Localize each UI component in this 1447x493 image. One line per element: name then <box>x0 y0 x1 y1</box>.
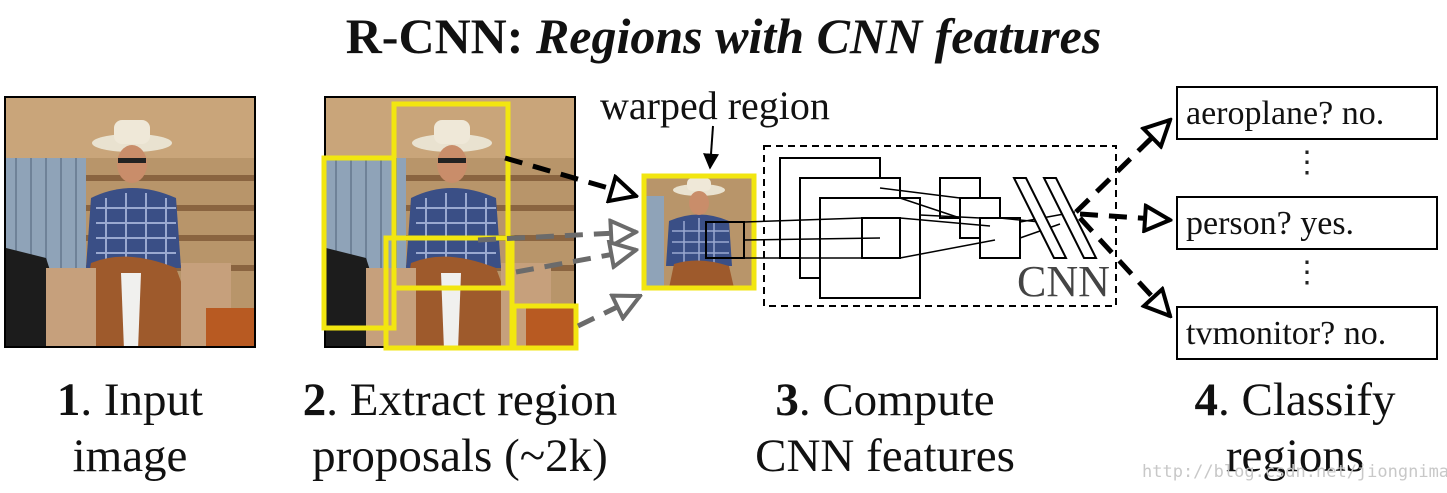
feature-map-3 <box>819 197 921 299</box>
classification-person: person? yes. <box>1176 196 1438 250</box>
step-2-line2: proposals (~2k) <box>312 430 608 482</box>
step-2-line1: . Extract region <box>326 374 618 426</box>
step-4-number: 4 <box>1194 374 1218 426</box>
fc-layer-1 <box>1012 177 1068 259</box>
title-rest: Regions with CNN features <box>535 8 1102 64</box>
feature-map-6 <box>979 217 1021 259</box>
step-1-line2: image <box>72 430 188 482</box>
step-1-number: 1 <box>56 374 81 426</box>
title-prefix: R-CNN: <box>345 8 524 64</box>
classification-tvmonitor: tvmonitor? no. <box>1176 306 1438 360</box>
warped-region-label: warped region <box>600 83 830 128</box>
figure-title: R-CNN: Regions with CNN features <box>0 6 1447 66</box>
fc-layers <box>1012 177 1098 259</box>
step-4-caption: 4. Classify regions <box>1160 372 1430 484</box>
step-2-number: 2 <box>302 374 327 426</box>
step-1-line1: . Input <box>80 374 204 426</box>
step-3-caption: 3. Compute CNN features <box>730 372 1040 484</box>
fc-layer-2 <box>1042 177 1098 259</box>
step-4-line2: regions <box>1225 430 1365 482</box>
arrow-to-person <box>1079 214 1170 220</box>
arrow-proposal-4 <box>576 296 640 329</box>
step-3-line1: . Compute <box>798 374 995 426</box>
proposals-image <box>324 96 576 348</box>
classification-aeroplane: aeroplane? no. <box>1176 86 1438 140</box>
step-1-caption: 1. Input image <box>4 372 256 484</box>
step-4-line1: . Classify <box>1217 374 1396 426</box>
arrow-to-aeroplane <box>1074 120 1170 214</box>
conv-kernel-box <box>861 217 901 259</box>
watermark: http://blog.csdn.net/jiongnima <box>1142 462 1447 482</box>
vertical-dots-1: ⋮ <box>1292 146 1322 179</box>
cnn-label: CNN <box>1017 257 1110 306</box>
warped-label-pointer <box>703 125 720 170</box>
step-3-number: 3 <box>775 374 799 426</box>
step-3-line2: CNN features <box>755 430 1015 482</box>
vertical-dots-2: ⋮ <box>1292 256 1322 289</box>
feature-map-4 <box>939 177 981 219</box>
warped-region-image <box>644 176 754 288</box>
input-image <box>4 96 256 348</box>
feature-map-2 <box>799 177 901 279</box>
feature-map-1 <box>779 157 881 259</box>
feature-maps <box>779 157 1021 299</box>
connector-lines <box>743 187 1076 259</box>
step-2-caption: 2. Extract region proposals (~2k) <box>270 372 650 484</box>
feature-map-5 <box>959 197 1001 239</box>
